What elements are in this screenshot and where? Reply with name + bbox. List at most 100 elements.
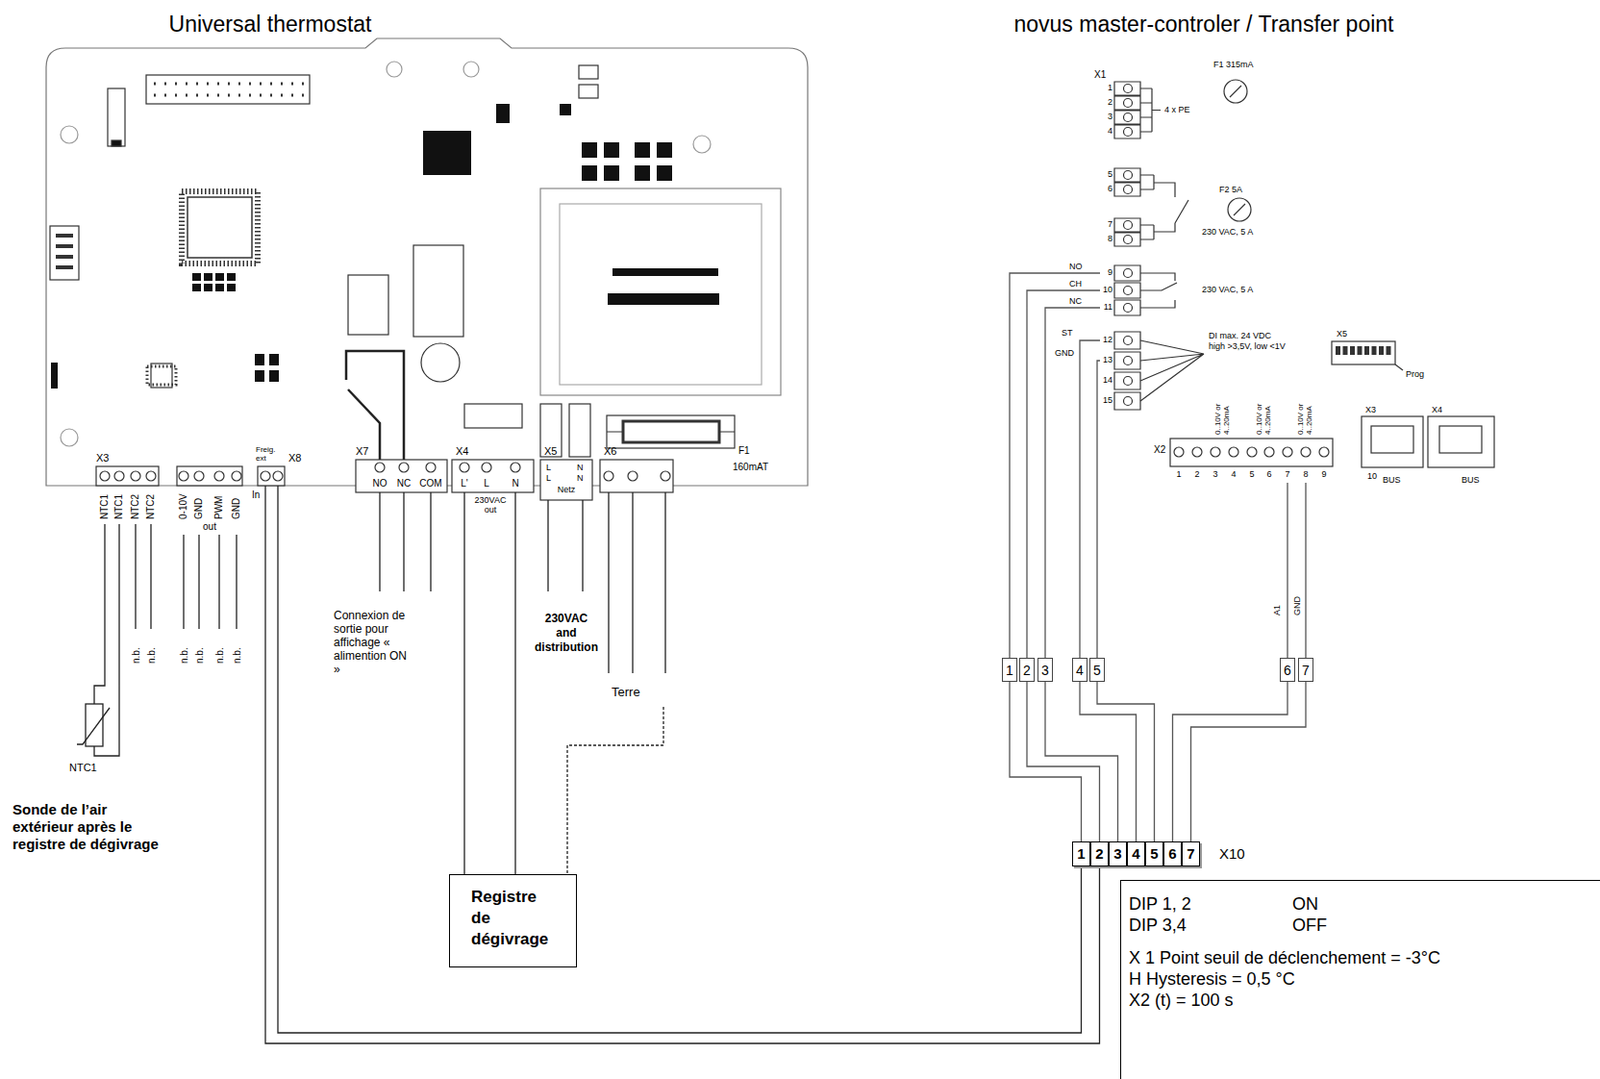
unused-mark: n.b. — [194, 647, 206, 664]
note-text: 230VAC and distribution — [534, 611, 599, 655]
settings-note: DIP 1, 2ONDIP 3,4OFFX 1 Point seuil de d… — [1120, 879, 1600, 1079]
unused-mark: n.b. — [178, 647, 191, 664]
ic-chip — [578, 65, 599, 79]
terminal-number: 2 — [1090, 841, 1109, 867]
transformer-outline — [540, 188, 781, 396]
unused-mark: n.b. — [130, 647, 143, 664]
leader-line — [1140, 340, 1204, 401]
terminal-block — [176, 466, 243, 486]
pin-label: 0-10V — [177, 493, 190, 520]
output-label: 230VAC out — [472, 495, 509, 515]
terminal-block — [355, 459, 448, 493]
relay-contact-symbol — [346, 350, 404, 460]
dip-switch — [50, 225, 79, 280]
relay-switch-symbol — [1140, 273, 1177, 308]
unused-mark: n.b. — [214, 647, 226, 664]
signal-range: 0..10V or 4..20mA — [1254, 394, 1273, 435]
pin-label: NO — [373, 477, 388, 490]
mains-terminal — [569, 403, 591, 457]
pin-label: Netz — [557, 484, 576, 496]
ic-chip — [578, 84, 599, 99]
switch-label: Prog — [1405, 369, 1425, 380]
signal-range: 0..10V or 4..20mA — [1296, 394, 1314, 435]
cable-marker: 5 — [1089, 657, 1105, 682]
terminal-number: 2 — [1194, 469, 1200, 480]
connector-name: X5 — [1336, 328, 1348, 340]
signal-name: CH — [1069, 278, 1082, 289]
pin-label: NTC2 — [129, 494, 142, 520]
pin-label: NTC1 — [99, 494, 111, 520]
rating-label: 230 VAC, 5 A — [1201, 284, 1253, 296]
connector-name: X4 — [455, 445, 469, 458]
terminal-block — [600, 459, 674, 493]
port-number: 10 — [1367, 471, 1377, 482]
cable-wire — [1026, 681, 1100, 842]
fuse-name: F1 315mA — [1213, 59, 1254, 71]
port-label: BUS — [1382, 475, 1401, 486]
cable-marker: 7 — [1298, 657, 1314, 682]
earth-label: 4 x PE — [1164, 104, 1191, 116]
terminal-number: 3 — [1108, 841, 1127, 867]
terminal-number: 8 — [1107, 233, 1113, 245]
fuse-holder — [606, 415, 735, 449]
fuse-name: F1 — [738, 445, 750, 457]
terminal-number: 5 — [1249, 469, 1254, 480]
connector-name: X3 — [96, 451, 109, 465]
component — [111, 140, 122, 147]
rating-label: 230 VAC, 5 A — [1201, 226, 1253, 238]
cable-wire — [1173, 681, 1289, 842]
rj45-socket-inner — [1439, 425, 1482, 453]
controller-terminals — [1114, 81, 1141, 410]
cable-marker: 6 — [1279, 657, 1296, 682]
pin-label: In — [251, 489, 260, 501]
cable-marker: 2 — [1019, 657, 1035, 682]
signal-name: NO — [1069, 261, 1083, 272]
component — [107, 88, 125, 147]
terminal-number: 1 — [1175, 469, 1181, 480]
pin-label: L — [546, 462, 551, 474]
smd-parts — [581, 142, 673, 181]
marker-number: 5 — [1093, 663, 1101, 677]
fuse — [623, 421, 720, 443]
note-text: H Hysteresis = 0,5 °C — [1128, 969, 1296, 990]
pin-label: L' — [460, 477, 468, 490]
leader-line — [1395, 364, 1403, 371]
fuse-leads — [606, 430, 735, 432]
terminal-screws — [1174, 447, 1329, 457]
smd-parts — [192, 273, 236, 292]
cable-wire — [1097, 681, 1155, 842]
component — [464, 403, 523, 428]
terminal-number: 7 — [1107, 219, 1113, 230]
terminal-number: 9 — [1107, 267, 1113, 278]
terminal-name: X10 — [1219, 845, 1246, 863]
pin-label: NC — [397, 477, 411, 490]
pin-label: NTC2 — [145, 494, 157, 520]
connector-name: X7 — [355, 445, 369, 458]
signal-name: GND — [1292, 596, 1302, 616]
connector-name: X4 — [1431, 404, 1443, 416]
note-text: DIP 1, 2 — [1128, 894, 1192, 915]
terminal-number: 11 — [1103, 301, 1113, 313]
relay-output-wire — [379, 492, 431, 592]
cable-marker: 4 — [1072, 657, 1088, 682]
terminal-number: 5 — [1107, 169, 1113, 180]
signal-name: ST — [1061, 327, 1074, 339]
connector-name: X8 — [288, 451, 301, 465]
group-label: out — [202, 521, 217, 533]
cable-wire — [1079, 681, 1137, 842]
input-spec: DI max. 24 VDC high >3,5V, low <1V — [1208, 330, 1290, 352]
release-input-wire — [265, 485, 1100, 1044]
relay-switch-symbol — [1140, 175, 1189, 240]
pin-label: COM — [419, 477, 442, 490]
terminal-block — [451, 459, 534, 493]
microcontroller — [187, 197, 252, 258]
signal-name: NC — [1069, 296, 1082, 306]
marker-number: 1 — [1005, 663, 1014, 677]
terminal-number: 12 — [1102, 334, 1113, 346]
smd-parts — [50, 353, 279, 389]
mains-wire — [548, 500, 583, 592]
dip-switch-levers — [1335, 346, 1392, 355]
marker-number: 4 — [1075, 663, 1084, 677]
ntc-thermistor — [85, 703, 103, 747]
note-text: Connexion de sortie pour affichage « ali… — [333, 608, 415, 676]
